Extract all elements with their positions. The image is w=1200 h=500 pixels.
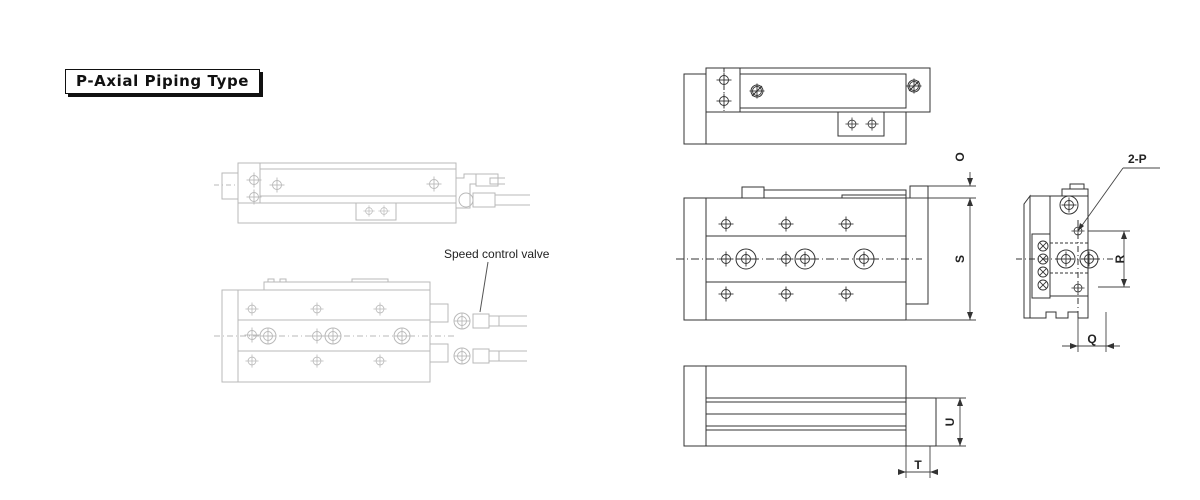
right-top-view — [676, 185, 929, 321]
end-view — [1016, 183, 1114, 319]
dimension-r-label: R — [1113, 254, 1127, 263]
dimension-q-label: Q — [1087, 332, 1096, 346]
right-side-view — [683, 67, 931, 145]
left-side-view — [214, 162, 530, 224]
right-bottom-view — [683, 365, 937, 447]
valve-leader-line — [479, 261, 489, 313]
dimension-arrows — [898, 178, 1127, 475]
dimension-lines — [898, 167, 1160, 478]
dimension-o-label: O — [953, 152, 967, 161]
section-title: P-Axial Piping Type — [65, 69, 261, 94]
dimension-s-label: S — [953, 255, 967, 263]
dimension-p-label: 2-P — [1128, 152, 1147, 166]
speed-control-valve-label: Speed control valve — [444, 247, 550, 261]
dimension-u-label: U — [943, 418, 957, 427]
dimension-t-label: T — [914, 458, 922, 472]
left-top-view — [214, 278, 527, 383]
